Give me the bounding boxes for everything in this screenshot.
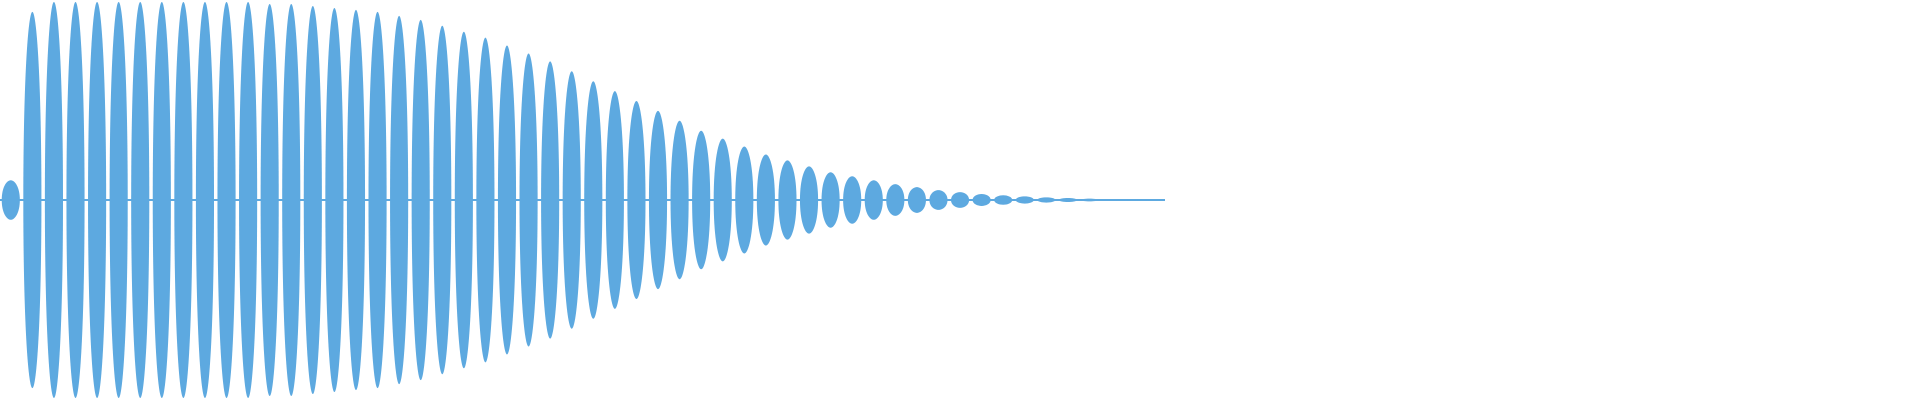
waveform-lobe (1123, 199, 1142, 201)
waveform-lobe (346, 9, 366, 391)
waveform-lobe (44, 2, 63, 398)
waveform-lobe (735, 146, 754, 254)
waveform-lobe (519, 53, 538, 347)
waveform-lobe (756, 154, 775, 246)
waveform-lobe (778, 160, 797, 240)
waveform-lobe (843, 176, 862, 224)
waveform-lobe (605, 91, 624, 309)
waveform-lobe (1, 180, 20, 220)
waveform-lobe (282, 3, 301, 397)
waveform-lobe (799, 166, 819, 234)
waveform-center-line (0, 199, 1165, 201)
waveform-lobe (994, 195, 1013, 205)
waveform-lobe (174, 2, 193, 398)
waveform-lobe (260, 3, 279, 397)
waveform-lobe (713, 138, 732, 262)
waveform-lobe (929, 190, 948, 210)
waveform-lobe (864, 180, 883, 220)
waveform-lobe (541, 61, 560, 339)
waveform-lobe (648, 110, 668, 290)
waveform-lobe (1058, 198, 1077, 202)
waveform-lobe (476, 37, 495, 363)
waveform-lobe (217, 2, 236, 398)
waveform-lobe (1015, 196, 1034, 204)
waveform-lobe (562, 71, 581, 329)
waveform-lobe (390, 15, 409, 385)
waveform-lobe (670, 120, 689, 280)
waveform-lobe (303, 5, 322, 395)
waveform-lobe (1037, 197, 1056, 203)
waveform-lobe (1145, 199, 1164, 201)
waveform-lobe (152, 2, 171, 398)
waveform-lobe (627, 101, 646, 299)
waveform-lobe (239, 2, 258, 398)
waveform-lobe (66, 2, 85, 398)
waveform-lobe (1102, 199, 1121, 201)
waveform-lobe (195, 2, 215, 398)
waveform-lobe (972, 194, 991, 206)
waveform-lobe (886, 184, 905, 216)
waveform-lobe (950, 192, 970, 208)
waveform-lobe (23, 11, 42, 389)
waveform-lobe (109, 2, 128, 398)
waveform-lobe (411, 19, 430, 381)
waveform-lobes (0, 2, 1165, 398)
waveform-lobe (1080, 198, 1099, 202)
waveform-lobe (454, 31, 473, 369)
waveform-lobe (692, 130, 711, 270)
waveform-lobe (821, 172, 840, 228)
waveform-lobe (497, 45, 517, 355)
waveform-lobe (325, 7, 344, 393)
waveform-lobe (368, 11, 387, 389)
waveform-lobe (88, 2, 107, 398)
waveform-lobe (131, 2, 150, 398)
waveform-lobe (907, 187, 926, 213)
waveform-lobe (584, 81, 603, 319)
waveform-lobe (433, 25, 452, 375)
